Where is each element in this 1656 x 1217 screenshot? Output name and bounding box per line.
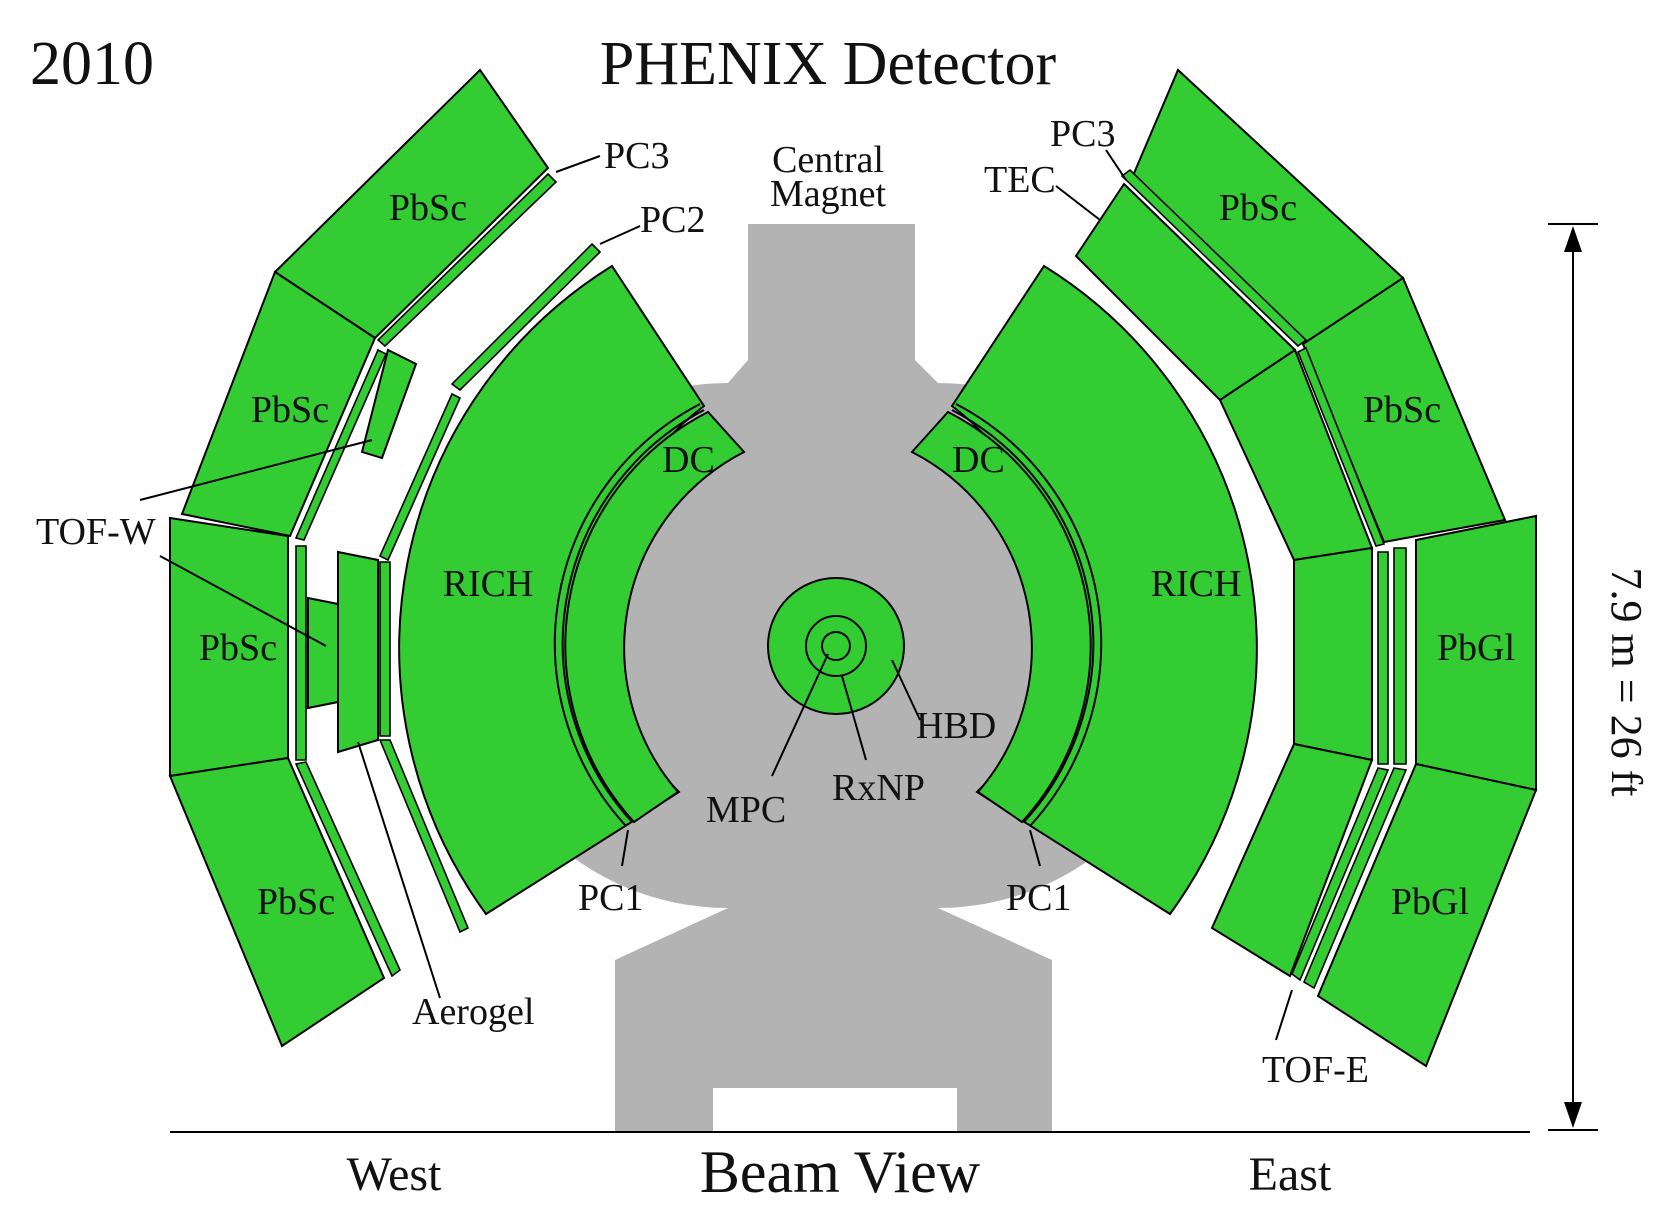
west-label: West: [347, 1148, 442, 1201]
west-pc2-strip-2: [378, 392, 462, 562]
west-pc3-strip-2: [294, 348, 388, 541]
lead-tof-e: [1275, 989, 1293, 1041]
east-label: East: [1249, 1148, 1332, 1201]
rxnp-label: RxNP: [832, 767, 925, 809]
east-pbgl-label-2: PbGl: [1391, 881, 1469, 923]
west-pc2-strip-1: [450, 242, 602, 392]
west-pc1-arc: [553, 403, 701, 827]
east-pbsc-label-2: PbSc: [1363, 389, 1441, 431]
west-pc1-arc-inner: [561, 409, 705, 823]
west-pc3-strip-3: [295, 545, 307, 761]
west-dc: [564, 410, 746, 824]
east-pc3-strip-4: [1291, 767, 1390, 982]
west-pbsc-sector-2: [180, 270, 377, 538]
lead-west-pc3: [555, 155, 601, 173]
dimension-text: 7.9 m = 26 ft: [1602, 568, 1651, 797]
east-rich-label: RICH: [1151, 563, 1242, 605]
east-pc3-label: PC3: [1050, 113, 1115, 155]
tof-e-label: TOF-E: [1262, 1049, 1369, 1091]
west-pc2-strip-3: [379, 561, 391, 737]
lead-west-pc2: [599, 225, 641, 245]
hbd-label: HBD: [916, 705, 996, 747]
inner-detectors: [767, 577, 905, 715]
west-pbsc-label-4: PbSc: [257, 881, 335, 923]
east-pbgl-label-1: PbGl: [1437, 627, 1515, 669]
east-inner-block-2: [1210, 742, 1374, 978]
leader-lines: [139, 149, 1293, 1041]
east-pc3-strip-2: [1296, 346, 1386, 547]
lead-east-pc1: [1029, 829, 1041, 867]
west-dc-label: DC: [662, 439, 715, 481]
west-pc2-label: PC2: [640, 199, 705, 241]
year-label: 2010: [30, 30, 154, 98]
tof-e-strip-2: [1302, 767, 1408, 990]
labels: 2010 PHENIX Detector Central Magnet PC3 …: [30, 30, 1515, 1205]
lead-tec: [1055, 185, 1101, 221]
east-inner-block-1: [1293, 546, 1373, 762]
aerogel-block: [337, 550, 379, 754]
east-pc1-label: PC1: [1006, 877, 1071, 919]
tof-e-strip-1: [1393, 547, 1407, 765]
east-dc: [910, 410, 1092, 824]
dimension-marker: 7.9 m = 26 ft: [1548, 223, 1651, 1131]
east-dc-label: DC: [952, 439, 1005, 481]
page-title: PHENIX Detector: [600, 30, 1057, 98]
lead-east-pc3: [1105, 149, 1127, 181]
east-pc3-strip-1: [1120, 168, 1308, 348]
west-pc3-strip-1: [376, 172, 558, 348]
beam-view-label: Beam View: [700, 1139, 981, 1205]
dim-arrow-up: [1564, 226, 1582, 252]
mpc-label: MPC: [706, 789, 786, 831]
lead-tof-w-upper: [139, 439, 373, 501]
lead-mpc: [771, 653, 829, 777]
west-pc1-label: PC1: [578, 877, 643, 919]
west-pbsc-sector-4: [168, 756, 386, 1048]
lead-west-pc1: [621, 829, 629, 867]
east-pbsc-label-1: PbSc: [1219, 187, 1297, 229]
west-arm: [168, 68, 746, 1048]
east-pc1-arc-inner: [951, 409, 1095, 823]
tof-w-lower: [307, 596, 339, 710]
west-pc2-strip-4: [378, 739, 470, 934]
lead-aerogel: [357, 741, 441, 999]
west-rich-label: RICH: [443, 563, 534, 605]
central-magnet-label-2: Magnet: [770, 173, 887, 215]
tec-label: TEC: [984, 159, 1056, 201]
east-pbgl-sector-2: [1316, 762, 1538, 1068]
east-pc3-strip-3: [1377, 551, 1389, 765]
lead-hbd: [891, 659, 921, 721]
aerogel-label: Aerogel: [412, 991, 534, 1033]
west-pbsc-label-2: PbSc: [251, 389, 329, 431]
west-pc3-strip-4: [294, 761, 401, 978]
dim-arrow-down: [1564, 1102, 1582, 1128]
east-pc1-arc: [955, 403, 1103, 827]
east-arm: [910, 68, 1538, 1068]
tof-w-label: TOF-W: [36, 511, 156, 553]
central-magnet-label-1: Central: [772, 139, 884, 181]
lead-tof-w-lower: [159, 555, 327, 647]
tof-w-upper: [360, 348, 418, 460]
west-pc3-label: PC3: [604, 135, 669, 177]
west-pbsc-label-3: PbSc: [199, 627, 277, 669]
mpc-ring: [821, 631, 851, 661]
lead-rxnp: [841, 675, 867, 761]
west-pbsc-label-1: PbSc: [389, 187, 467, 229]
